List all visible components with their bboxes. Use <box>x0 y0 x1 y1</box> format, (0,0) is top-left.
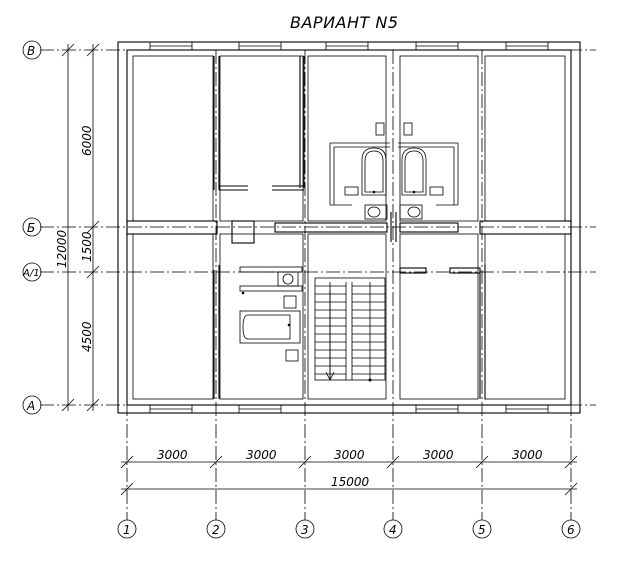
dim-bottom-vertical: 4500 <box>80 321 94 352</box>
partitions <box>126 56 572 399</box>
axis-label-v: В <box>27 44 35 58</box>
bathroom-top-dots <box>372 190 416 194</box>
stair-arrow <box>325 290 372 382</box>
dim-span-1-2: 3000 <box>157 448 188 462</box>
room-outlines <box>132 55 566 400</box>
windows-bottom <box>149 404 549 414</box>
bathroom-bottom-dots <box>241 291 291 327</box>
staircase <box>314 277 386 381</box>
axis-bubble-6: 6 <box>561 519 581 539</box>
vertical-dimension-lines <box>61 43 100 412</box>
horizontal-dimension-lines <box>120 455 578 496</box>
stair-steps <box>315 285 385 375</box>
axis-bubble-1: 1 <box>117 519 137 539</box>
outer-walls <box>117 41 581 414</box>
axis-bubble-b: Б <box>22 217 42 237</box>
dim-top-vertical: 6000 <box>80 125 94 156</box>
dim-span-5-6: 3000 <box>512 448 543 462</box>
axis-label-b: Б <box>27 221 35 235</box>
dim-overall-horizontal: 15000 <box>331 475 370 489</box>
axis-bubble-a1: А/1 <box>22 262 42 282</box>
axis-bubble-4: 4 <box>383 519 403 539</box>
axis-label-a: А <box>26 399 35 413</box>
dim-middle-vertical: 1500 <box>80 231 94 262</box>
axis-label-3: 3 <box>301 523 309 537</box>
dim-span-4-5: 3000 <box>423 448 454 462</box>
axis-bubble-2: 2 <box>206 519 226 539</box>
dim-span-2-3: 3000 <box>246 448 277 462</box>
windows-top <box>149 41 549 51</box>
drawing-title: ВАРИАНТ N5 <box>290 13 399 32</box>
axis-label-a1: А/1 <box>22 268 40 279</box>
axis-label-6: 6 <box>567 523 575 537</box>
axis-lines <box>40 49 596 520</box>
bathroom-bottom <box>239 266 303 362</box>
axis-label-5: 5 <box>478 523 486 537</box>
dim-span-3-4: 3000 <box>334 448 365 462</box>
bathroom-top <box>329 122 459 220</box>
axis-bubble-3: 3 <box>295 519 315 539</box>
axis-label-2: 2 <box>212 523 220 537</box>
axis-bubble-v: В <box>22 40 42 60</box>
axis-bubble-5: 5 <box>472 519 492 539</box>
dim-overall-vertical: 12000 <box>55 229 69 268</box>
axis-label-4: 4 <box>389 523 397 537</box>
axis-label-1: 1 <box>123 523 131 537</box>
axis-bubble-a: А <box>22 395 42 415</box>
